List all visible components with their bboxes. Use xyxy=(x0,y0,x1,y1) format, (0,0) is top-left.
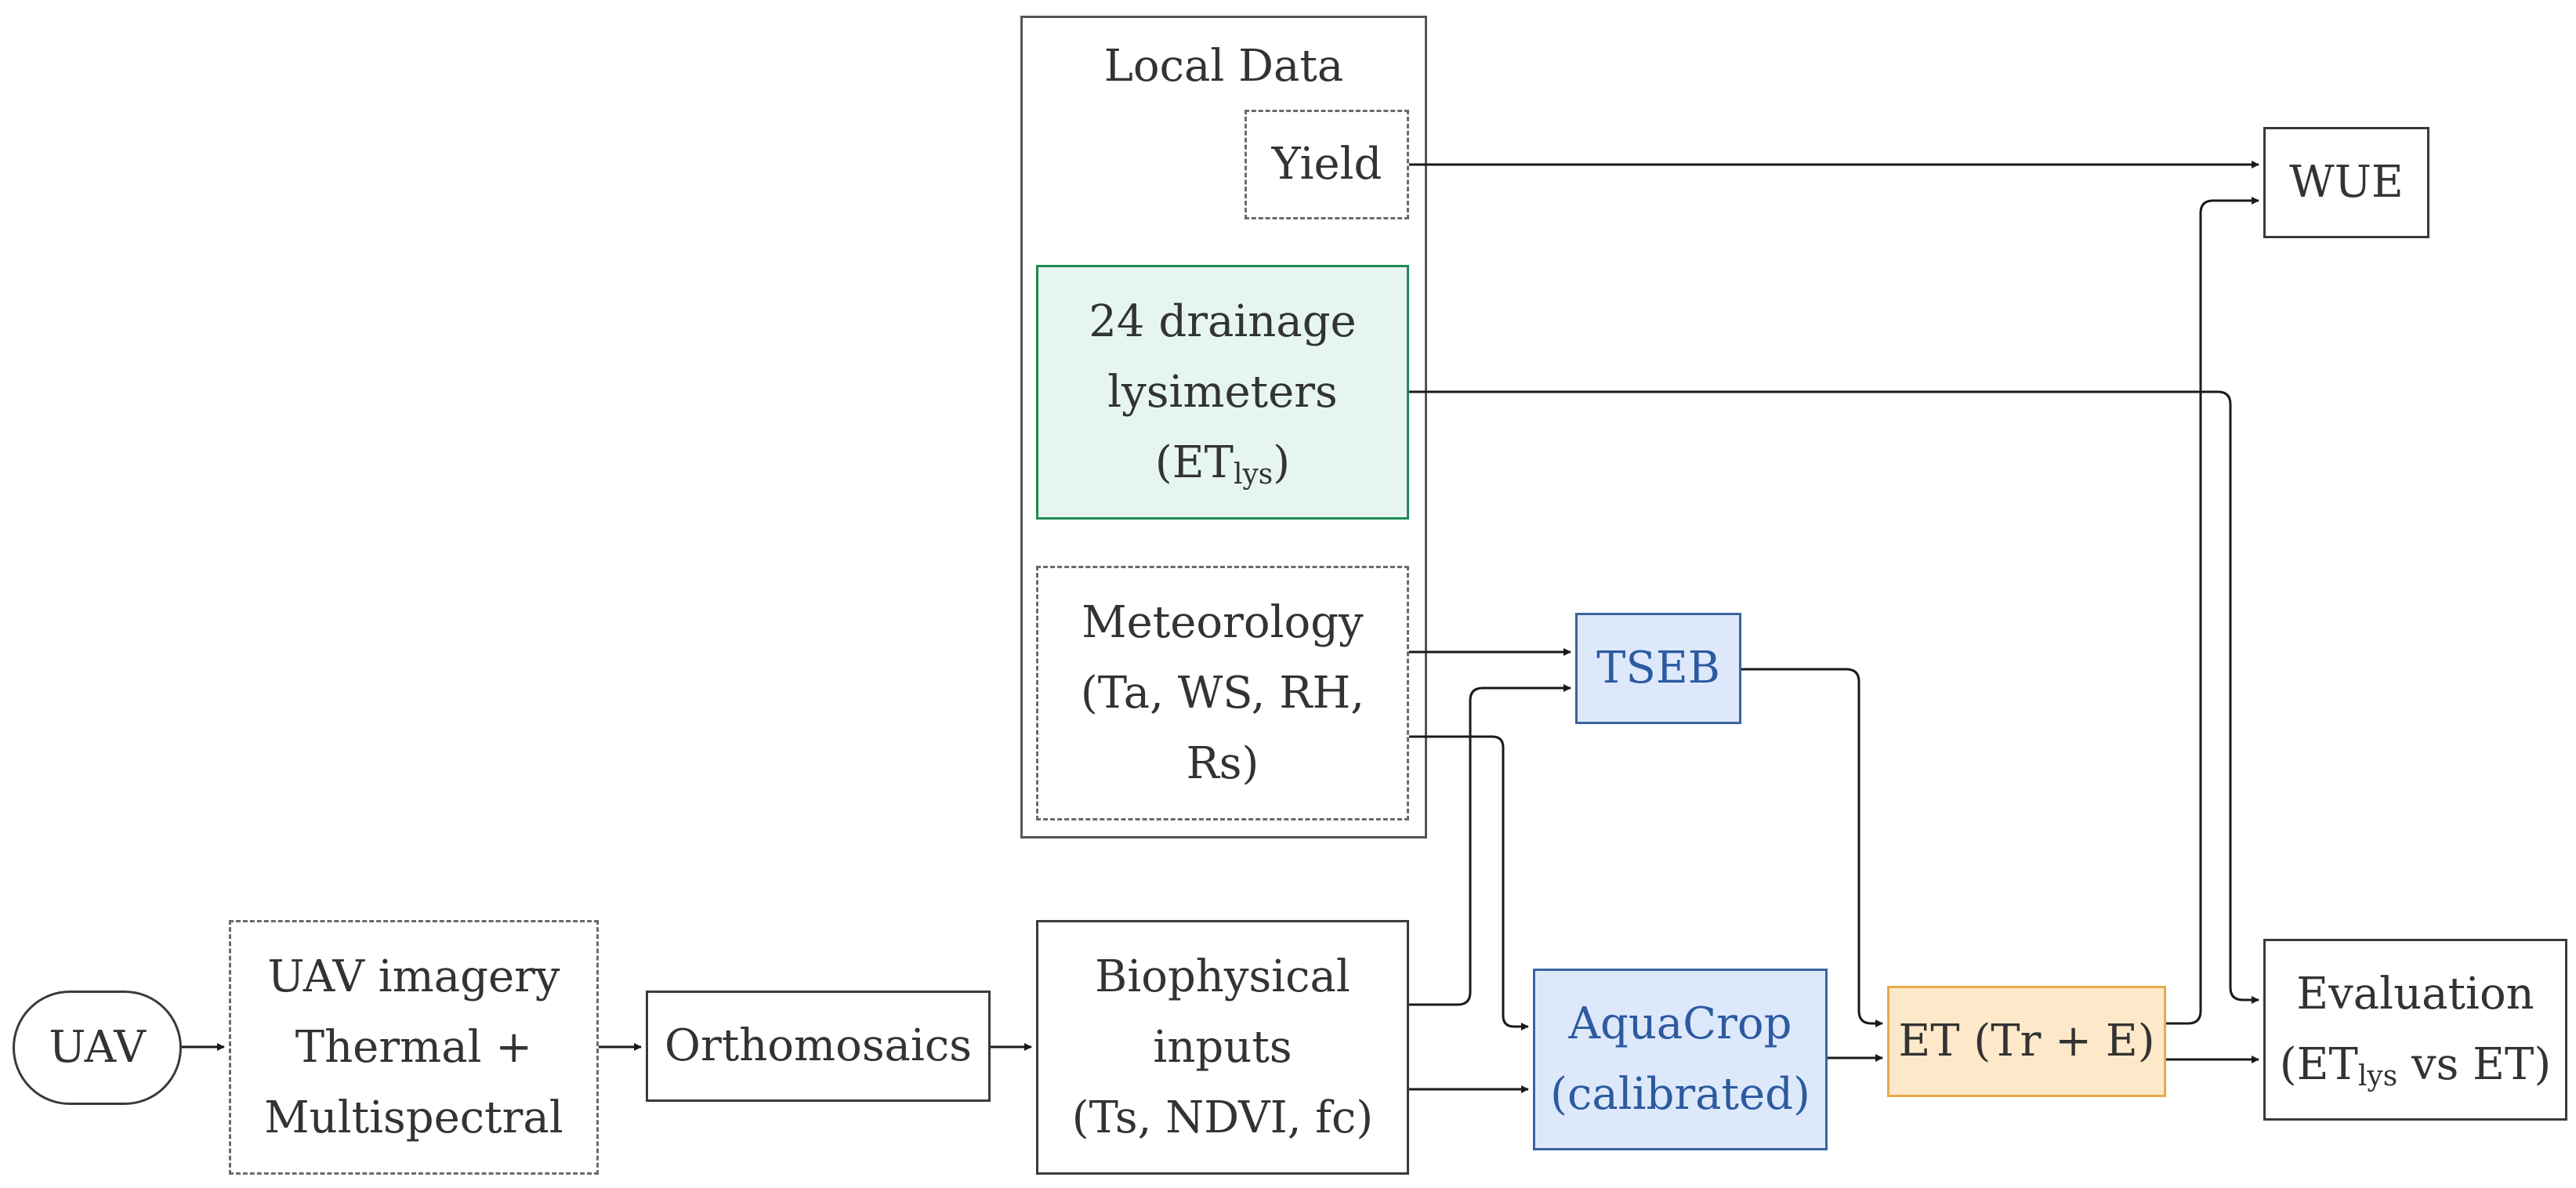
et-label: ET (Tr + E) xyxy=(1898,1016,2155,1067)
tseb-label: TSEB xyxy=(1596,643,1720,694)
tseb-box: TSEB xyxy=(1575,613,1741,724)
meteorology-line1: Meteorology xyxy=(1081,596,1364,648)
biophysical-inputs-box: Biophysical inputs (Ts, NDVI, fc) xyxy=(1036,920,1409,1175)
lysimeters-box: 24 drainage lysimeters (ETlys) xyxy=(1036,265,1409,520)
uav-imagery-line3: Multispectral xyxy=(264,1092,563,1143)
lysimeters-line3: (ETlys) xyxy=(1154,436,1291,491)
orthomosaics-label: Orthomosaics xyxy=(665,1020,972,1071)
evaluation-box: Evaluation (ETlys vs ET) xyxy=(2263,939,2567,1121)
evaluation-line1: Evaluation xyxy=(2296,969,2534,1020)
uav-imagery-box: UAV imagery Thermal + Multispectral xyxy=(229,920,599,1175)
wue-box: WUE xyxy=(2263,127,2429,238)
wue-label: WUE xyxy=(2289,157,2404,208)
aquacrop-line2: (calibrated) xyxy=(1550,1069,1810,1120)
arrow-biophysical-to-tseb xyxy=(1409,684,1571,1006)
aquacrop-box: AquaCrop (calibrated) xyxy=(1533,969,1828,1150)
uav-imagery-line2: Thermal + xyxy=(295,1021,533,1073)
uav-node: UAV xyxy=(13,991,182,1105)
meteorology-line2: (Ta, WS, RH, xyxy=(1080,667,1365,719)
biophysical-line1: Biophysical xyxy=(1095,951,1350,1002)
lysimeters-line2: lysimeters xyxy=(1107,366,1338,418)
arrow-et-to-wue xyxy=(2166,197,2259,1025)
biophysical-line3: (Ts, NDVI, fc) xyxy=(1071,1092,1374,1143)
evaluation-line2: (ETlys vs ET) xyxy=(2279,1039,2552,1092)
uav-imagery-line1: UAV imagery xyxy=(267,951,560,1002)
biophysical-line2: inputs xyxy=(1153,1021,1292,1073)
uav-label: UAV xyxy=(49,1022,146,1073)
meteorology-box: Meteorology (Ta, WS, RH, Rs) xyxy=(1036,566,1409,820)
meteorology-line3: Rs) xyxy=(1186,737,1259,789)
yield-box: Yield xyxy=(1245,110,1409,219)
lysimeters-line1: 24 drainage xyxy=(1089,295,1357,347)
arrow-lysimeters-to-evaluation xyxy=(1409,390,2259,1004)
et-box: ET (Tr + E) xyxy=(1887,986,2166,1097)
local-data-title: Local Data xyxy=(1103,41,1344,92)
aquacrop-line1: AquaCrop xyxy=(1568,998,1792,1049)
yield-label: Yield xyxy=(1271,139,1382,190)
orthomosaics-box: Orthomosaics xyxy=(646,991,991,1102)
